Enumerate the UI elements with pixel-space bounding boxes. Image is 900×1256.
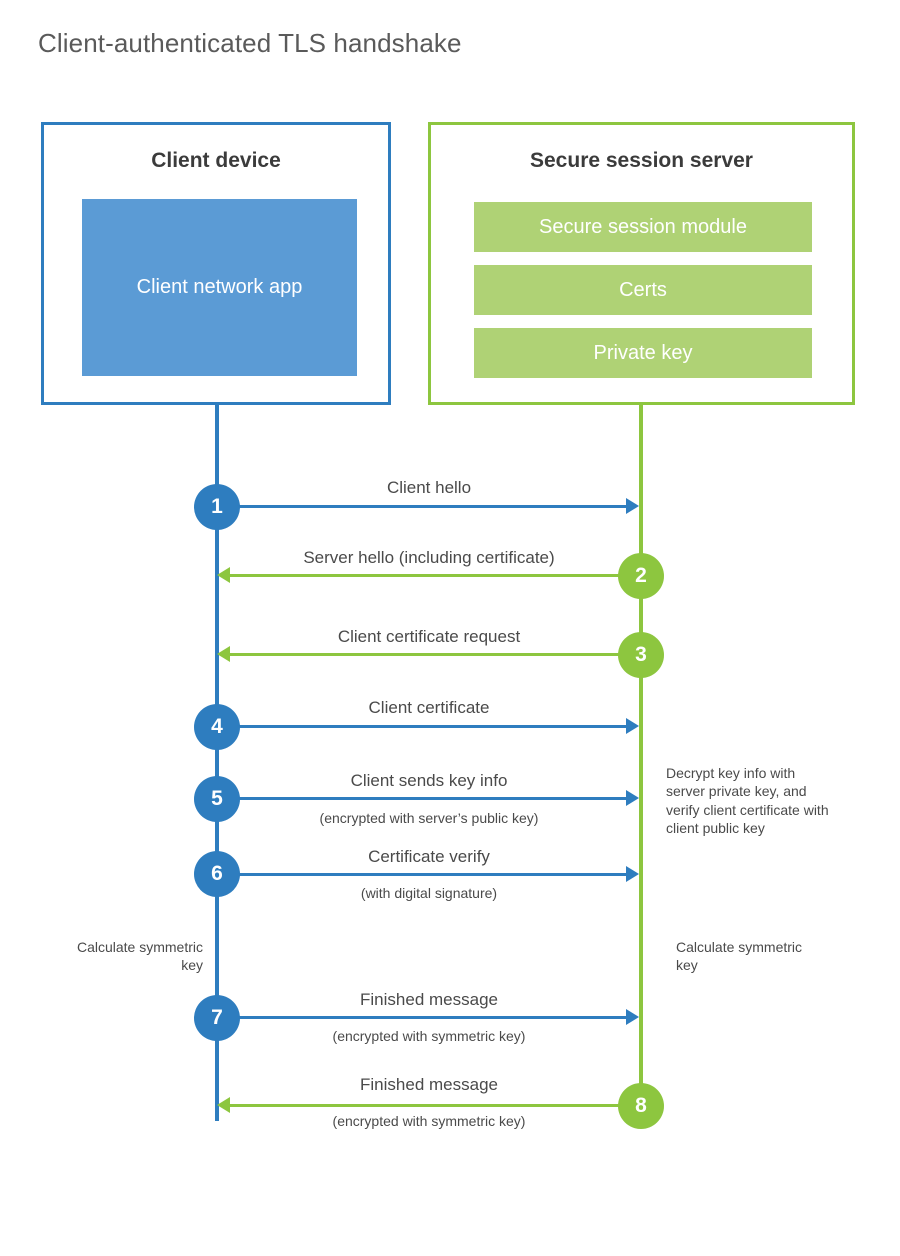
step-badge-1[interactable]: 1 <box>194 484 240 530</box>
step-badge-2[interactable]: 2 <box>618 553 664 599</box>
step-badge-4[interactable]: 4 <box>194 704 240 750</box>
step-5-label: Client sends key info <box>350 771 508 790</box>
step-2-label: Server hello (including certificate) <box>303 548 555 567</box>
server-decrypt-note: Decrypt key info with server private key… <box>666 765 829 837</box>
step-7-sublabel: (encrypted with symmetric key) <box>332 1028 526 1044</box>
secure-session-server-title: Secure session server <box>530 149 753 172</box>
server-block-label: Private key <box>593 341 693 364</box>
step-4-arrow-head <box>626 718 639 734</box>
step-3-arrow-line <box>230 653 626 656</box>
step-3-label: Client certificate request <box>337 627 521 646</box>
step-6-arrow-head <box>626 866 639 882</box>
step-badge-5[interactable]: 5 <box>194 776 240 822</box>
step-5-arrow-head <box>626 790 639 806</box>
page-title: Client-authenticated TLS handshake <box>38 28 462 58</box>
step-badge-7[interactable]: 7 <box>194 995 240 1041</box>
client-calculate-symmetric-key-note: Calculate symmetric key <box>76 939 203 974</box>
step-8-arrow-line <box>230 1104 626 1107</box>
server-calculate-symmetric-key-note: Calculate symmetric key <box>676 939 803 974</box>
step-4-label: Client certificate <box>368 698 490 717</box>
step-1-label: Client hello <box>386 478 472 497</box>
step-2-arrow-line <box>230 574 626 577</box>
step-2-arrow-head <box>217 567 230 583</box>
step-5-sublabel: (encrypted with server’s public key) <box>319 810 539 826</box>
secure-session-server-box: Secure session server Secure session mod… <box>428 122 855 405</box>
client-device-title: Client device <box>151 149 281 172</box>
client-lifeline <box>215 403 219 1121</box>
step-3-arrow-head <box>217 646 230 662</box>
step-badge-3[interactable]: 3 <box>618 632 664 678</box>
step-1-arrow-head <box>626 498 639 514</box>
client-network-app-label: Client network app <box>136 275 303 298</box>
client-device-box: Client device Client network app <box>41 122 391 405</box>
step-badge-8[interactable]: 8 <box>618 1083 664 1129</box>
server-block-label: Certs <box>619 278 667 301</box>
step-7-arrow-line <box>230 1016 626 1019</box>
client-network-app-block: Client network app <box>82 199 357 376</box>
step-1-arrow-line <box>230 505 626 508</box>
server-block-private-key: Private key <box>474 328 812 378</box>
step-7-arrow-head <box>626 1009 639 1025</box>
step-6-sublabel: (with digital signature) <box>360 885 498 901</box>
step-6-arrow-line <box>230 873 626 876</box>
server-block-certs: Certs <box>474 265 812 315</box>
step-4-arrow-line <box>230 725 626 728</box>
step-8-arrow-head <box>217 1097 230 1113</box>
step-6-label: Certificate verify <box>368 847 490 866</box>
step-badge-6[interactable]: 6 <box>194 851 240 897</box>
server-block-secure-session-module: Secure session module <box>474 202 812 252</box>
step-8-label: Finished message <box>360 1075 498 1094</box>
step-5-arrow-line <box>230 797 626 800</box>
step-8-sublabel: (encrypted with symmetric key) <box>332 1113 526 1129</box>
server-block-label: Secure session module <box>539 215 747 238</box>
server-lifeline <box>639 403 643 1106</box>
step-7-label: Finished message <box>360 990 498 1009</box>
